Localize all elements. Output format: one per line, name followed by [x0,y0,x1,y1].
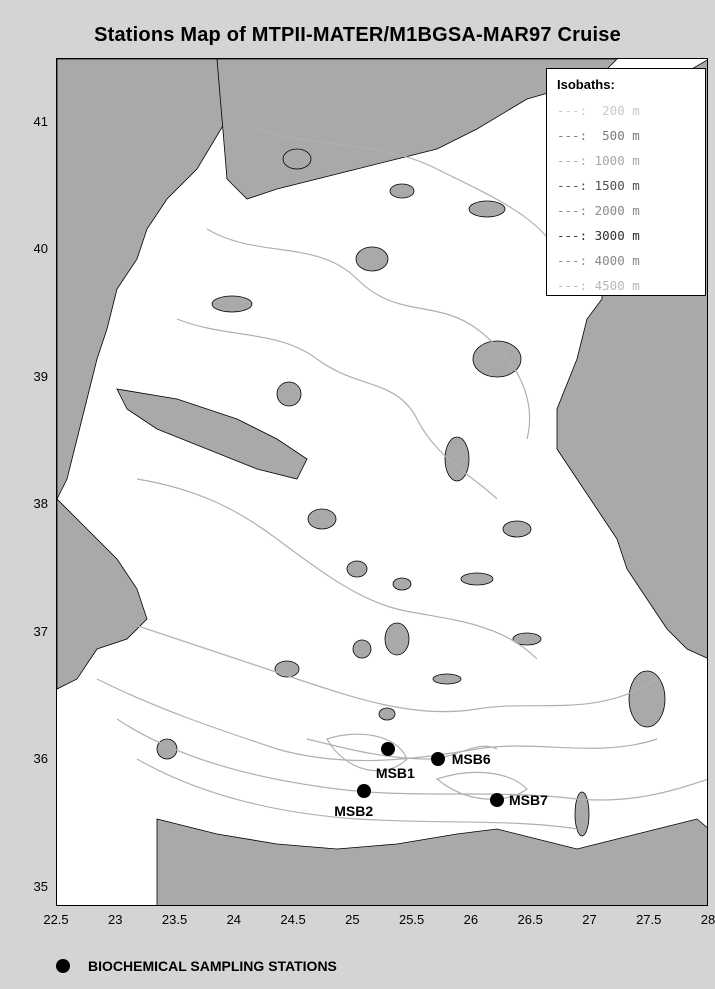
island-andros [307,508,337,530]
legend-title: Isobaths: [557,77,615,92]
island-tinos [346,560,368,578]
station-marker-icon [56,959,70,973]
station-key-label: BIOCHEMICAL SAMPLING STATIONS [88,958,337,974]
legend-item: ---: 500 m [557,128,640,143]
x-tick-label: 23.5 [161,912,188,927]
land-euboea [116,388,308,480]
y-tick-label: 41 [33,113,48,129]
isobath-line [326,733,408,772]
isobath-line [306,738,498,760]
isobath-line [435,771,528,800]
x-tick-label: 26.5 [517,912,543,927]
station-label: MSB1 [375,765,415,782]
y-tick-label: 36 [33,751,48,767]
x-tick-label: 26 [463,912,479,927]
legend-item: ---: 200 m [557,103,640,118]
station-marker[interactable] [357,784,372,799]
island-naxos [384,622,410,656]
isobath-line [176,318,498,500]
island-kos [512,632,542,646]
legend-item: ---: 1500 m [557,178,640,193]
island-karpathos [574,791,590,837]
island-skyros [276,381,302,407]
isobath-line [136,758,578,830]
isobath-line [116,718,707,801]
island-lesvos [472,340,522,378]
isobath-line [136,478,538,660]
y-tick-label: 40 [33,241,48,257]
x-tick-label: 27.5 [636,912,662,927]
legend-item: ---: 4000 m [557,253,640,268]
island-sporades [211,295,253,313]
legend-item: ---: 3000 m [557,228,640,243]
y-tick-label: 37 [33,623,48,639]
island-lemnos [355,246,389,272]
island-amorgos [432,673,462,685]
legend-item: ---: 4500 m [557,278,640,293]
island-samos [502,520,532,538]
x-tick-label: 27 [582,912,597,927]
x-tick-label: 25 [345,912,360,927]
legend-item: ---: 2000 m [557,203,640,218]
x-tick-label: 25.5 [398,912,425,927]
land-mainland-west [57,59,228,500]
island-rhodes [628,670,666,728]
x-tick-label: 24.5 [280,912,306,927]
x-tick-label: 23 [108,912,123,927]
island-paros [352,639,372,659]
isobath-line [256,128,568,270]
station-key: BIOCHEMICAL SAMPLING STATIONS [56,958,337,974]
station-marker[interactable] [430,752,445,767]
y-tick-label: 35 [33,878,48,894]
station-marker[interactable] [489,793,504,808]
island-imvros [468,200,506,218]
island-samothraki [389,183,415,199]
x-tick-label: 28 [700,912,715,927]
island-milos [274,660,300,678]
station-marker[interactable] [380,742,395,757]
land-crete [156,818,707,905]
isobath-line [206,228,531,440]
y-tick-label: 38 [33,496,48,512]
y-tick-label: 39 [33,368,48,384]
island-mykonos [392,577,412,591]
station-label: MSB6 [451,751,491,768]
isobath-contours [96,128,707,830]
island-chios [444,436,470,482]
isobath-legend: Isobaths: ---: 200 m ---: 500 m ---: 1000 … [546,68,706,296]
x-tick-label: 22.5 [43,912,69,927]
isobath-line [96,678,658,762]
station-label: MSB2 [334,803,374,820]
isobath-line [116,618,658,713]
island-ikaria [460,572,494,586]
x-tick-label: 24 [226,912,242,927]
island-santorini [378,707,396,721]
land-peloponnese [57,498,148,690]
map-title: Stations Map of MTPII-MATER/M1BGSA-MAR97… [94,24,621,46]
legend-item: ---: 1000 m [557,153,640,168]
station-label: MSB7 [508,792,548,809]
island-thasos [282,148,312,170]
